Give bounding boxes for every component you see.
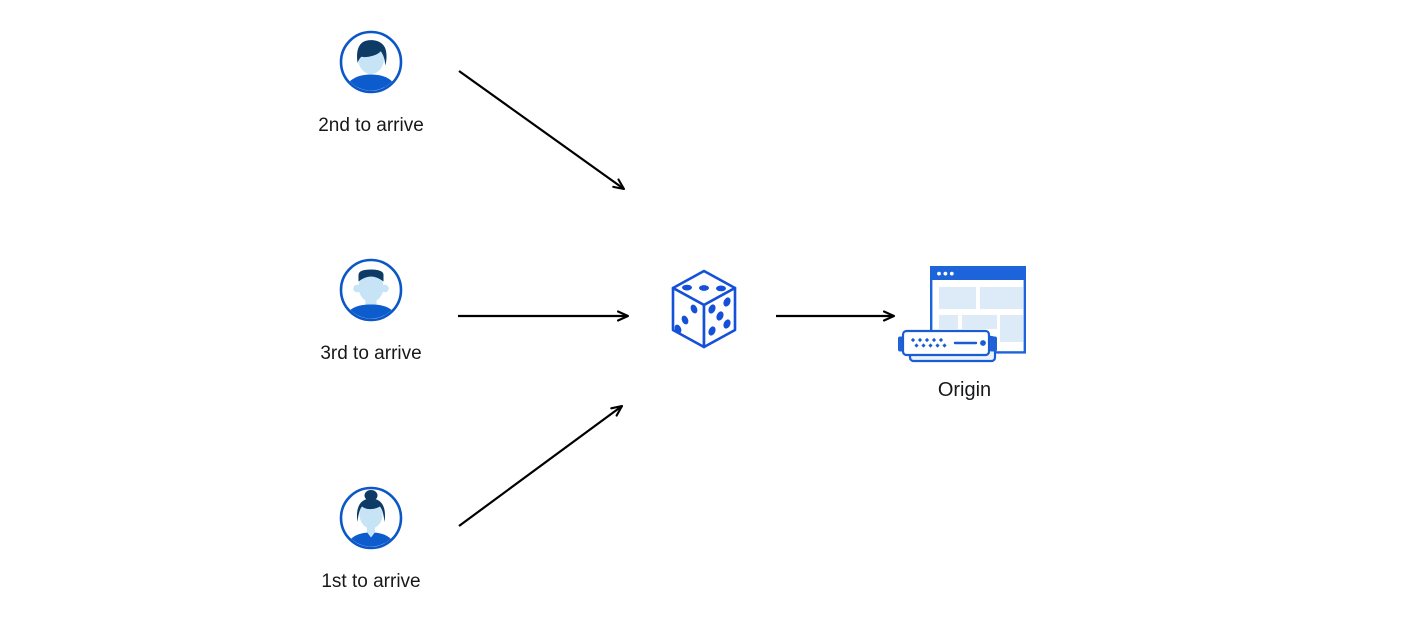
dice-pips (674, 284, 731, 336)
avatar-man-flat-top-icon (339, 258, 403, 322)
client-label: 2nd to arrive (318, 115, 424, 136)
browser-dots-icon (937, 271, 954, 276)
server-diamond-pattern (910, 337, 947, 348)
client-label: 3rd to arrive (320, 343, 422, 364)
avatar-woman-bun-icon (339, 486, 403, 550)
client-node-3rd: 3rd to arrive (301, 258, 441, 366)
client-label: 1st to arrive (321, 571, 421, 592)
client-node-1st: 1st to arrive (301, 486, 441, 594)
arrow-client-1st-to-dice (458, 404, 624, 527)
server-icon (898, 329, 997, 363)
browser-content-blocks (939, 287, 1023, 342)
dice-node (669, 268, 739, 358)
avatar-man-side-part-icon (339, 30, 403, 94)
client-node-2nd: 2nd to arrive (301, 30, 441, 138)
origin-label: Origin (937, 379, 992, 401)
origin-node: Origin (897, 266, 1032, 401)
dice-icon (671, 269, 737, 349)
arrow-client-2nd-to-dice (458, 70, 626, 191)
